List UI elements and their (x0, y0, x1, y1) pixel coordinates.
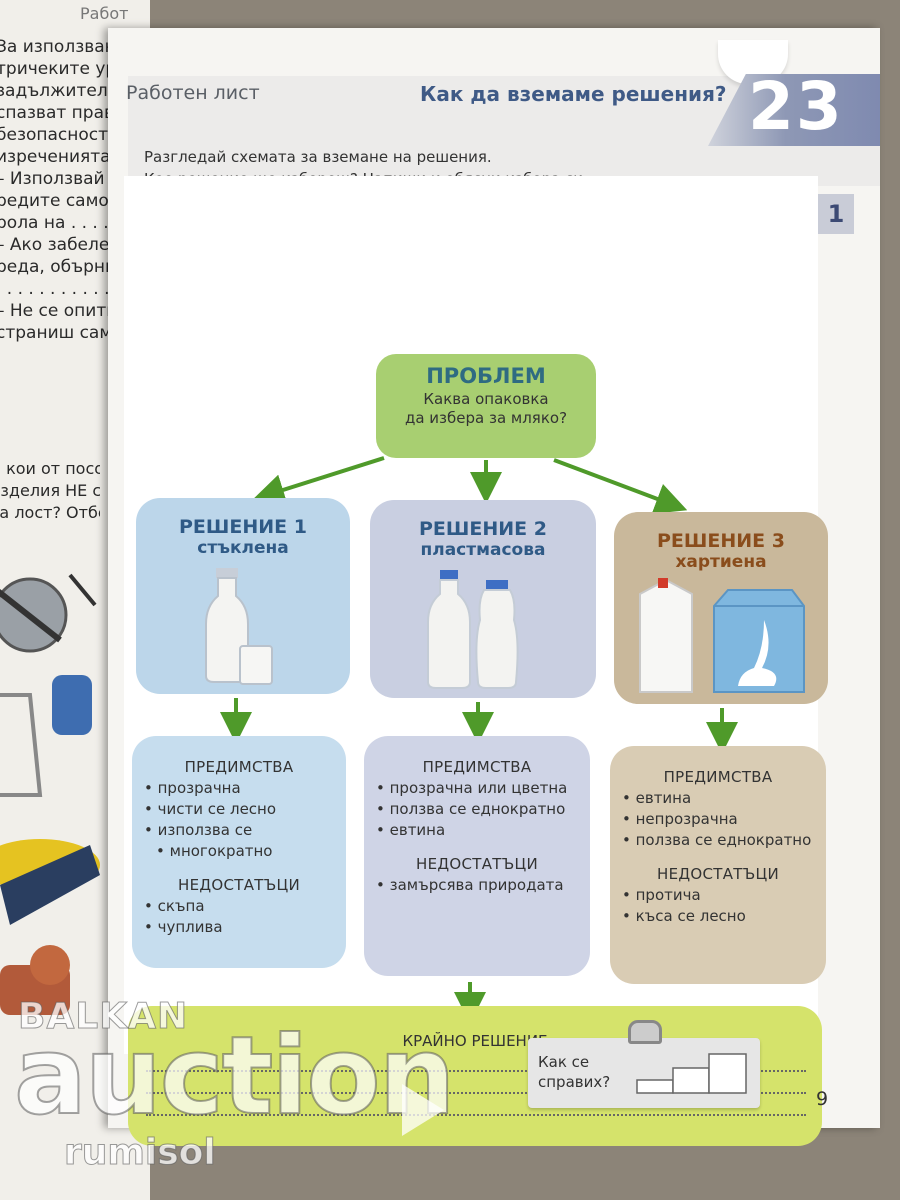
problem-text: Каква опаковка да избера за мляко? (376, 390, 596, 428)
problem-text-line: Каква опаковка (423, 390, 549, 408)
pros-item: чисти се лесно (144, 799, 334, 820)
solution-1-box: РЕШЕНИЕ 1 стъклена (136, 498, 350, 694)
left-text-line: – Ако забележ (0, 235, 116, 255)
left-question-line: В кои от посоче (0, 459, 100, 478)
pros-heading: ПРЕДИМСТВА (422, 758, 532, 776)
left-text-line: реда, обърни се (0, 257, 116, 277)
cons-item: замърсява природата (376, 875, 578, 896)
solution-1-subtitle: стъклена (197, 538, 289, 558)
worksheet-label: Работен лист (126, 82, 260, 104)
cons-item: чуплива (144, 917, 334, 938)
left-text-line: – Използвай ел (0, 169, 116, 189)
left-text-line: безопасност. Д (0, 125, 116, 145)
left-page-question: В кои от посоче изделия НЕ се из ва лост… (0, 458, 100, 524)
paper-carton-image (639, 578, 805, 693)
left-text-line: задължително (0, 81, 116, 101)
solution-3-subtitle: хартиена (675, 552, 767, 572)
solution-3-box: РЕШЕНИЕ 3 хартиена (614, 512, 828, 704)
cons-list: протича къса се лесно (622, 885, 814, 927)
self-check-line: справих? (538, 1073, 611, 1091)
answer-line-2[interactable] (146, 1092, 806, 1094)
left-question-line: изделия НЕ се из (0, 481, 100, 500)
paper-clip-icon (628, 1020, 662, 1044)
left-text-line: тричеките уре (0, 59, 116, 79)
page-number: 9 (816, 1088, 829, 1110)
solution-3-details: ПРЕДИМСТВА евтина непрозрачна ползва се … (610, 746, 826, 984)
page-title: Как да вземаме решения? (420, 82, 727, 106)
self-check-card: Как се справих? (528, 1020, 760, 1108)
left-page-header: Работ (80, 4, 129, 23)
cons-heading: НЕДОСТАТЪЦИ (657, 865, 779, 883)
task-number: 1 (818, 194, 854, 234)
cons-item: скъпа (144, 896, 334, 917)
pros-heading: ПРЕДИМСТВА (184, 758, 294, 776)
left-text-line: редите само пр (0, 191, 116, 211)
pros-list: прозрачна или цветна ползва се еднократн… (376, 778, 578, 841)
pros-item: прозрачна (144, 778, 334, 799)
decision-diagram: ПРОБЛЕМ Каква опаковка да избера за мляк… (124, 176, 828, 1146)
pros-item: ползва се еднократно (622, 830, 814, 851)
problem-title: ПРОБЛЕМ (426, 364, 546, 388)
cons-item: къса се лесно (622, 906, 814, 927)
answer-line-3[interactable] (146, 1114, 806, 1116)
worksheet-page: Работен лист Как да вземаме решения? 23 … (108, 28, 880, 1146)
cons-heading: НЕДОСТАТЪЦИ (178, 876, 300, 894)
final-decision-title: КРАЙНО РЕШЕНИЕ (402, 1032, 548, 1050)
left-text-line: спазват прави (0, 103, 116, 123)
solution-2-box: РЕШЕНИЕ 2 пластмасова (370, 500, 596, 698)
diagram-arrows (220, 456, 738, 1024)
plastic-bottle-image (427, 570, 519, 689)
pros-heading: ПРЕДИМСТВА (663, 768, 773, 786)
solution-2-title: РЕШЕНИЕ 2 (419, 518, 547, 540)
left-page-illustrations (0, 573, 100, 1015)
pros-item: евтина (622, 788, 814, 809)
left-text-line: изреченията: (0, 147, 116, 167)
solution-1-details: ПРЕДИМСТВА прозрачна чисти се лесно изпо… (132, 736, 346, 968)
left-text-line: страниш сам (0, 323, 113, 343)
pros-item-continuation: многократно (144, 841, 334, 862)
pros-list: евтина непрозрачна ползва се еднократно (622, 788, 814, 851)
arrow-problem-to-solution1 (252, 456, 385, 506)
pros-item: непрозрачна (622, 809, 814, 830)
left-text-line: – Не се опитвай (0, 301, 116, 321)
left-question-line: ва лост? Отбеле (0, 503, 100, 522)
instruction-line: Разгледай схемата за вземане на решения. (144, 148, 492, 166)
cons-heading: НЕДОСТАТЪЦИ (416, 855, 538, 873)
lesson-number: 23 (748, 68, 844, 145)
self-check-text: Как се справих? (538, 1052, 610, 1092)
answer-line-1[interactable] (146, 1070, 806, 1072)
solution-1-title: РЕШЕНИЕ 1 (179, 516, 307, 538)
pros-item: ползва се еднократно (376, 799, 578, 820)
glass-bottle-image (205, 568, 273, 685)
self-check-line: Как се (538, 1053, 590, 1071)
problem-text-line: да избера за мляко? (404, 409, 568, 427)
solution-3-title: РЕШЕНИЕ 3 (657, 530, 785, 552)
solution-2-subtitle: пластмасова (420, 540, 546, 560)
left-text-line: рола на . . . . . . . (0, 213, 116, 233)
cons-list: скъпа чуплива (144, 896, 334, 938)
solution-2-details: ПРЕДИМСТВА прозрачна или цветна ползва с… (364, 736, 590, 976)
cons-list: замърсява природата (376, 875, 578, 896)
arrow-problem-to-solution3 (553, 458, 688, 514)
cons-item: протича (622, 885, 814, 906)
left-text-line: . . . . . . . . . . . . (0, 279, 116, 299)
pros-item: прозрачна или цветна (376, 778, 578, 799)
pros-item: евтина (376, 820, 578, 841)
pros-item: използва се (144, 820, 334, 841)
left-text-line: За използване (0, 37, 116, 57)
pros-list: прозрачна чисти се лесно използва се мно… (144, 778, 334, 862)
left-page-text: За използване тричеките уре задължително… (0, 36, 116, 344)
problem-box: ПРОБЛЕМ Каква опаковка да избера за мляк… (376, 354, 596, 458)
rating-stairs-icon[interactable] (636, 1052, 748, 1094)
